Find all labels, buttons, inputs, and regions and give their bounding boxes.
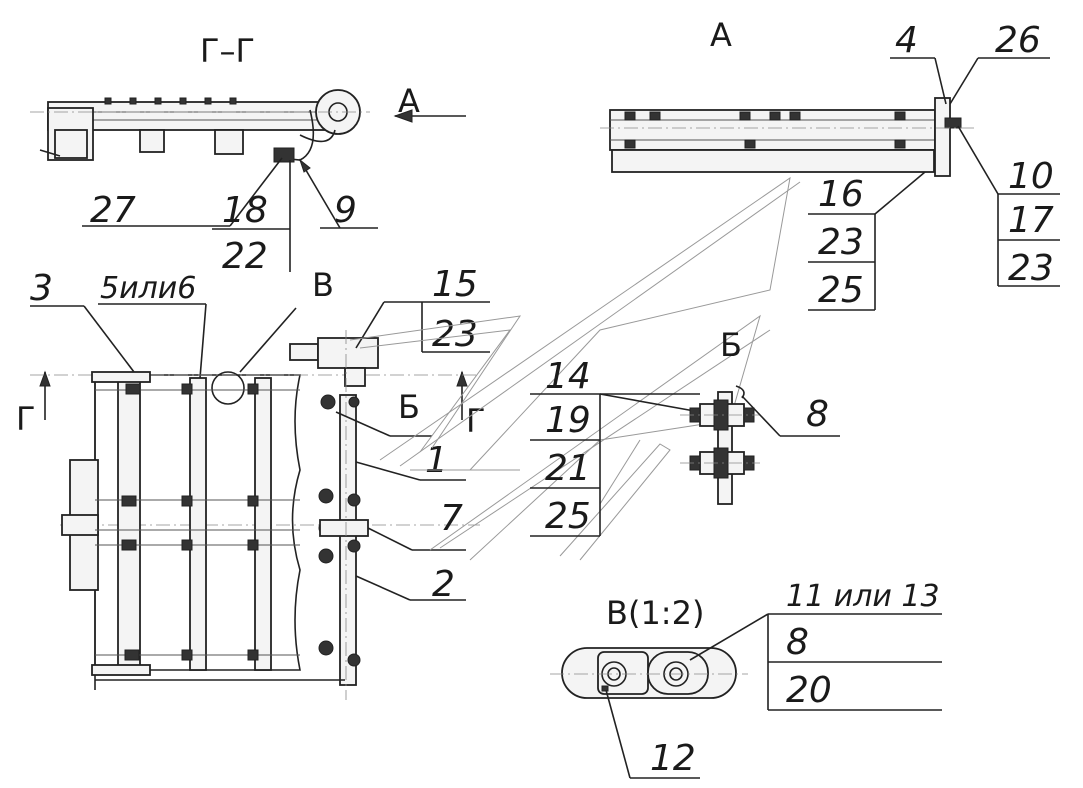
callout-9: 9 <box>334 190 357 231</box>
callout-23-mid: 23 <box>818 222 864 263</box>
callout-8-v: 8 <box>786 622 809 663</box>
callout-26: 26 <box>995 20 1041 61</box>
callout-19: 19 <box>545 400 591 441</box>
callout-2: 2 <box>432 564 455 605</box>
view-v-marker: В <box>312 266 334 304</box>
view-a-title: А <box>710 16 732 54</box>
callout-17: 17 <box>1008 200 1054 241</box>
callout-11ili13: 11 или 13 <box>786 579 940 614</box>
callout-21: 21 <box>545 448 591 489</box>
callout-15: 15 <box>432 264 478 305</box>
callout-22: 22 <box>222 236 268 277</box>
callout-25-left: 25 <box>545 496 591 537</box>
callout-5ili6: 5или6 <box>100 271 196 306</box>
view-v: В(1:2) 11 или 13 8 20 12 <box>550 579 942 779</box>
callout-1: 1 <box>425 440 448 481</box>
section-gg-view: Г–Г А 27 18 22 <box>30 32 466 277</box>
section-mark-right: Г <box>466 402 486 440</box>
callout-8-b: 8 <box>806 394 829 435</box>
callout-12: 12 <box>650 738 696 779</box>
callout-10: 10 <box>1008 156 1054 197</box>
section-mark-left: Г <box>16 400 36 438</box>
callout-25-mid: 25 <box>818 270 864 311</box>
callout-27: 27 <box>90 190 136 231</box>
callout-14: 14 <box>545 356 591 397</box>
arrow-a-label: А <box>398 82 420 120</box>
section-gg-title: Г–Г <box>200 32 255 70</box>
callout-18: 18 <box>222 190 268 231</box>
callout-3: 3 <box>30 268 53 309</box>
view-a: А 4 26 10 17 23 16 <box>600 16 1060 311</box>
view-b-title: Б <box>720 326 742 364</box>
callout-16: 16 <box>818 174 864 215</box>
main-plan-view: 3 5или6 В Г Г <box>16 176 801 700</box>
callout-20: 20 <box>786 670 832 711</box>
view-v-title: В(1:2) <box>606 594 704 632</box>
callout-7: 7 <box>440 498 463 539</box>
callout-4: 4 <box>895 20 918 61</box>
view-b-marker: Б <box>398 388 420 426</box>
callout-23-right: 23 <box>1008 248 1054 289</box>
view-b: Б 8 <box>680 326 840 505</box>
